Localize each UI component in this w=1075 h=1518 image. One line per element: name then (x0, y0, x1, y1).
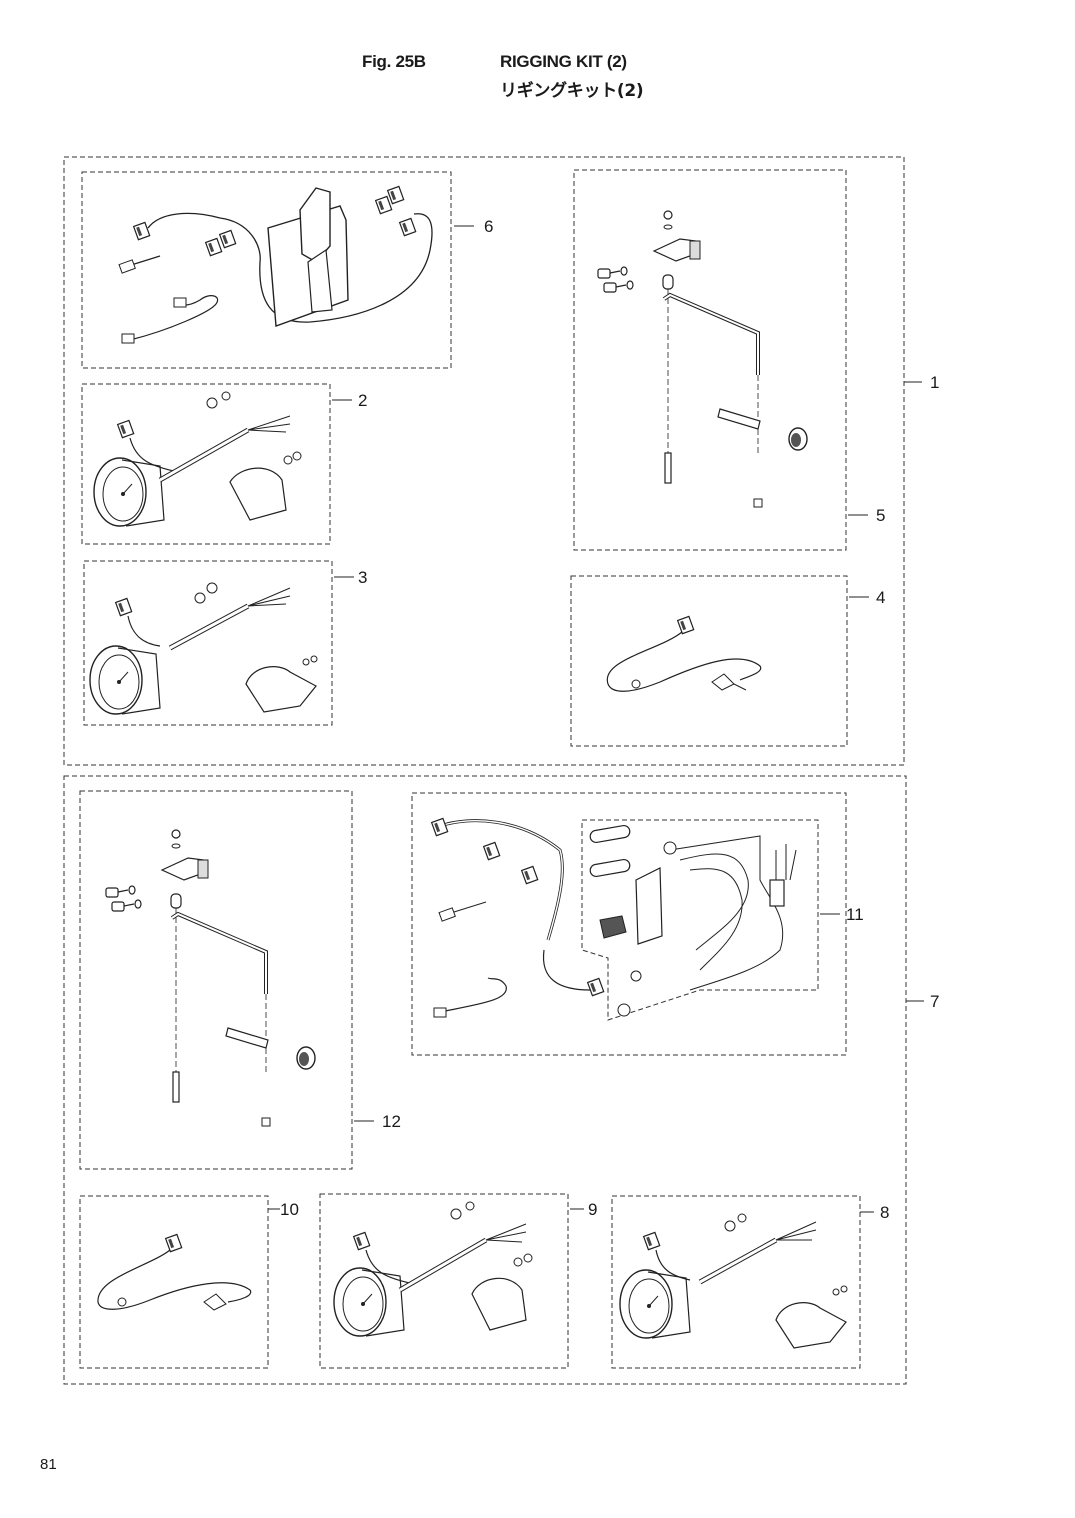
part-box-2-gauge (81, 383, 352, 545)
group-box-7 (63, 775, 924, 1385)
figure-title-en: RIGGING KIT (2) (500, 52, 627, 71)
callout-12: 12 (382, 1112, 401, 1131)
callout-4: 4 (876, 588, 885, 607)
part-box-9-gauge (319, 1193, 584, 1369)
callout-3: 3 (358, 568, 367, 587)
part-box-11-harness (411, 792, 847, 1056)
figure-title-ja: リギングキット(2) (500, 81, 644, 101)
callout-2: 2 (358, 391, 367, 410)
figure-number: Fig. 25B (362, 52, 426, 71)
part-box-6-remote-control (81, 171, 474, 369)
group-box-1 (63, 156, 922, 766)
page-number: 81 (40, 1456, 57, 1473)
callout-8: 8 (880, 1203, 889, 1222)
callout-7: 7 (930, 992, 939, 1011)
callout-6: 6 (484, 217, 493, 236)
callout-5: 5 (876, 506, 885, 525)
part-box-10-harness (79, 1195, 280, 1369)
part-box-5-bracket (573, 169, 868, 551)
part-box-4-harness (570, 575, 869, 747)
callout-9: 9 (588, 1200, 597, 1219)
part-box-12-bracket (79, 790, 374, 1170)
part-box-8-gauge (611, 1195, 874, 1369)
callout-10: 10 (280, 1200, 299, 1219)
callout-11: 11 (846, 905, 864, 924)
part-box-3-gauge (83, 560, 354, 726)
callout-1: 1 (930, 373, 939, 392)
